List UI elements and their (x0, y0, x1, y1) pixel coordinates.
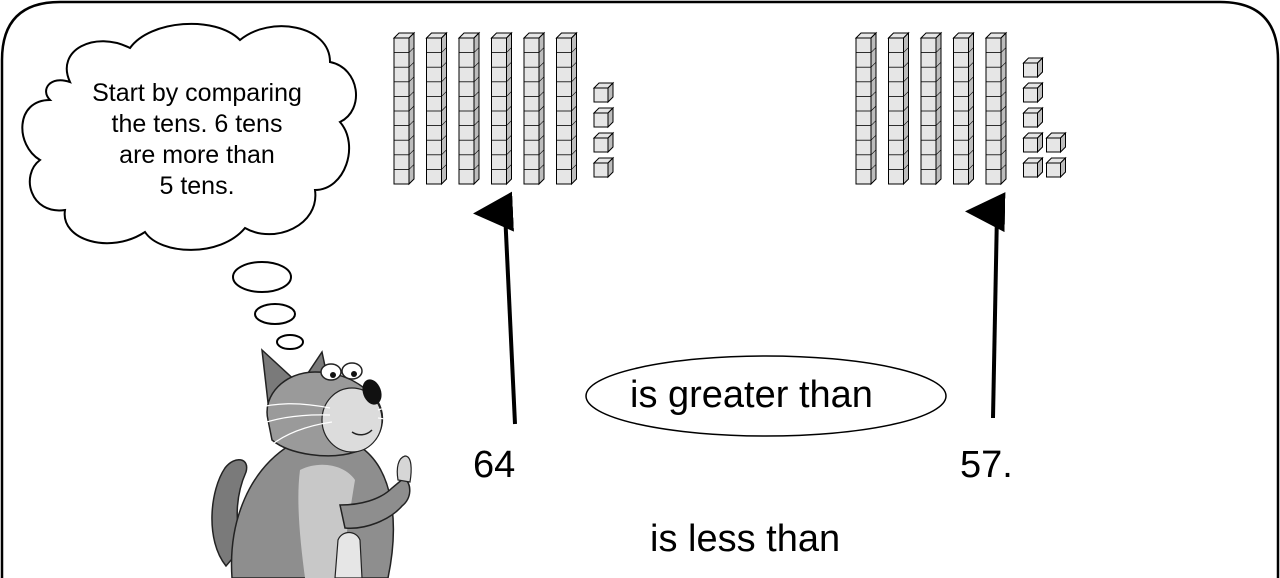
one-cube (1022, 106, 1044, 129)
ten-rod (522, 31, 546, 186)
one-cube (1022, 156, 1044, 179)
ten-rod (984, 31, 1008, 186)
cat-eye-left (320, 363, 342, 381)
base-ten-blocks-64 (392, 31, 615, 186)
arrow-left-to-64-blocks (473, 191, 517, 425)
thought-line-4: 5 tens. (159, 172, 235, 200)
ten-rod (952, 31, 975, 186)
option-is-greater-than[interactable]: is greater than (630, 374, 873, 416)
ten-rod (457, 31, 481, 186)
thought-line-2: the tens. 6 tens (111, 110, 283, 138)
one-cube (1045, 131, 1067, 154)
cat-mouth (351, 429, 373, 436)
number-left: 64 (473, 444, 516, 486)
cat-raised-finger (396, 455, 412, 483)
cat-leg (334, 531, 363, 578)
thought-bubble-large (232, 261, 292, 293)
ten-rod (919, 31, 943, 186)
cat-eye-right (341, 362, 363, 380)
ten-rod (854, 31, 878, 186)
one-cube (1022, 131, 1044, 154)
cat-arm (339, 477, 411, 529)
one-cube (1022, 81, 1044, 104)
ten-rod (887, 31, 910, 186)
one-cube (592, 131, 615, 154)
thought-line-1: Start by comparing (92, 79, 302, 107)
cat-nose (362, 379, 382, 405)
ten-rod (425, 31, 448, 186)
thought-bubble-small (276, 334, 304, 350)
option-is-less-than[interactable]: is less than (650, 518, 841, 560)
ten-rod (555, 31, 578, 186)
thought-bubble-medium (254, 303, 296, 325)
cat-illustration (211, 348, 412, 578)
thought-text: Start by comparing the tens. 6 tens are … (52, 78, 342, 202)
one-cube (592, 81, 615, 104)
one-cube (1022, 56, 1044, 79)
thought-cloud (21, 22, 357, 251)
one-cube (1045, 156, 1067, 179)
number-right: 57. (960, 444, 1013, 486)
cat-whiskers (249, 403, 411, 447)
thought-line-3: are more than (119, 141, 275, 169)
ten-rod (490, 31, 513, 186)
arrow-right-to-57-blocks (965, 192, 1006, 419)
one-cube (592, 156, 615, 179)
base-ten-blocks-57 (854, 31, 1067, 186)
cat-pupil-left (330, 372, 336, 378)
one-cube (592, 106, 615, 129)
selected-option-circle (585, 355, 947, 437)
cat-muzzle (321, 387, 383, 453)
cat-pupil-right (351, 371, 357, 377)
ten-rod (392, 31, 416, 186)
